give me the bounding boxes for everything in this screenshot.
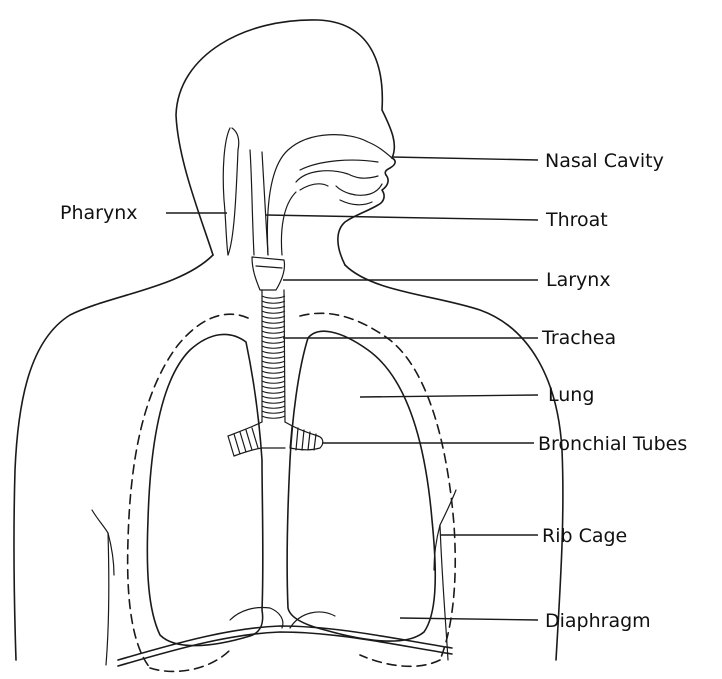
left-lung — [147, 334, 263, 645]
trachea-ring — [262, 356, 285, 358]
label-larynx: Larynx — [546, 269, 611, 291]
trachea-ring — [262, 316, 285, 318]
trachea-ring — [262, 321, 285, 323]
bronchi — [228, 422, 323, 456]
trachea-ring — [262, 331, 285, 333]
label-rib-cage: Rib Cage — [542, 525, 627, 547]
trachea-ring — [262, 366, 285, 368]
trachea-rings — [262, 296, 285, 418]
larynx — [252, 257, 285, 290]
trachea — [262, 290, 285, 422]
right-lung — [287, 331, 435, 641]
label-lung: Lung — [548, 384, 594, 406]
leader-lung — [360, 395, 538, 397]
trachea-ring — [262, 371, 285, 373]
trachea-ring — [262, 381, 285, 383]
label-pharynx: Pharynx — [60, 202, 137, 224]
trachea-ring — [262, 411, 285, 413]
trachea-ring — [262, 306, 285, 308]
left-shoulder-outline — [14, 255, 213, 660]
label-nasal-cavity: Nasal Cavity — [545, 150, 664, 172]
label-diaphragm: Diaphragm — [545, 610, 651, 632]
trachea-ring — [262, 416, 285, 418]
label-trachea: Trachea — [541, 327, 616, 349]
trachea-ring — [262, 396, 285, 398]
trachea-ring — [262, 401, 285, 403]
label-bronchial-tubes: Bronchial Tubes — [538, 433, 687, 455]
nose-outline — [385, 158, 395, 175]
lungs — [147, 331, 435, 645]
trachea-ring — [262, 296, 285, 298]
head-outline — [176, 20, 394, 255]
trachea-ring — [262, 301, 285, 303]
nasal-cavity — [267, 135, 392, 255]
trachea-ring — [262, 376, 285, 378]
trachea-ring — [262, 336, 285, 338]
trachea-ring — [262, 386, 285, 388]
trachea-ring — [262, 311, 285, 313]
body-outline — [14, 20, 563, 665]
labels: Nasal Cavity Pharynx Throat Larynx Trach… — [60, 150, 687, 632]
leader-lines — [166, 157, 538, 620]
label-throat: Throat — [545, 209, 608, 231]
trachea-ring — [262, 406, 285, 408]
leader-nasal-cavity — [392, 157, 538, 160]
pharynx-tube — [223, 128, 268, 255]
face-outline — [338, 175, 388, 265]
trachea-ring — [262, 326, 285, 328]
diaphragm — [118, 608, 452, 667]
trachea-ring — [262, 351, 285, 353]
trachea-ring — [262, 361, 285, 363]
leader-throat — [266, 215, 538, 220]
left-armpit-line — [92, 510, 109, 665]
trachea-ring — [262, 346, 285, 348]
right-shoulder-outline — [345, 265, 563, 660]
leader-diaphragm — [400, 618, 538, 620]
trachea-ring — [262, 391, 285, 393]
rib-cage — [108, 525, 440, 575]
trachea-ring — [262, 341, 285, 343]
